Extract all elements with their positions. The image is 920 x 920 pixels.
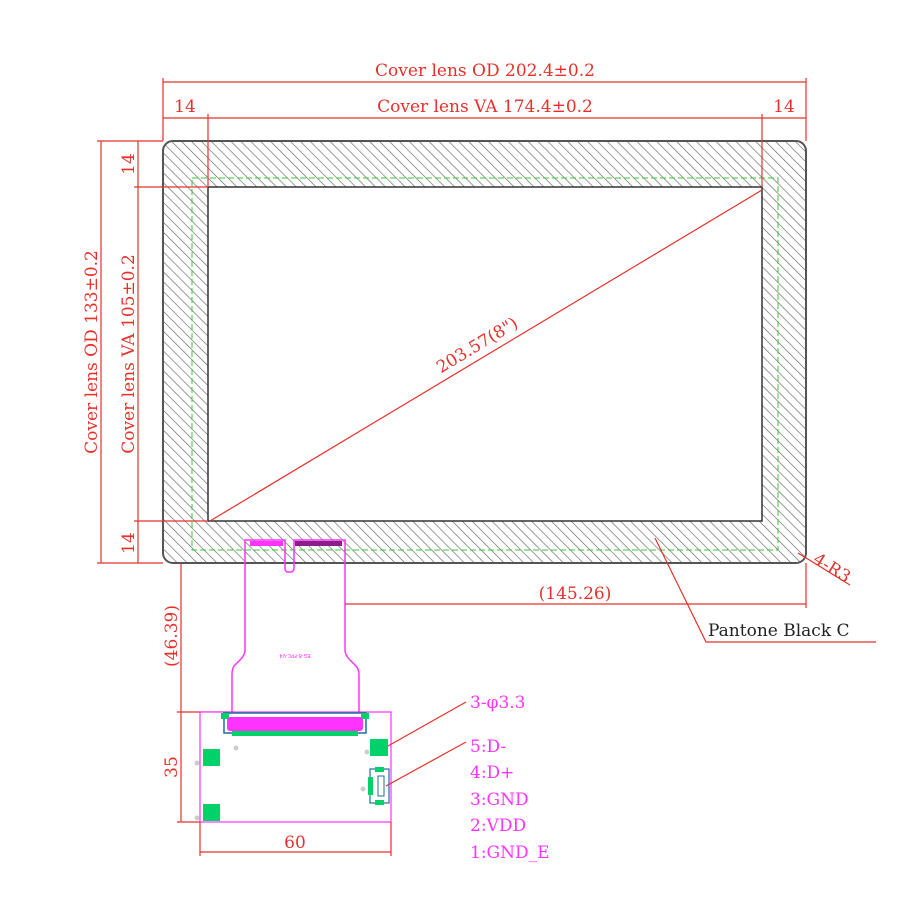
mounting-pad: [203, 749, 220, 766]
va-guide-dashed: [191, 177, 779, 551]
od-height-label: Cover lens OD 133±0.2: [82, 250, 102, 454]
pin-label: 3:GND: [470, 790, 529, 810]
diagonal-line: [209, 189, 763, 522]
left-border-label: 14: [174, 97, 196, 117]
fpc-offset-label: (145.26): [539, 584, 612, 604]
usb-connector: [368, 767, 390, 805]
pantone-label: Pantone Black C: [708, 621, 850, 641]
viewing-area: [207, 186, 763, 522]
va-width-label: Cover lens VA 174.4±0.2: [377, 97, 593, 117]
mounting-pad: [203, 804, 220, 821]
pantone-leader: [654, 537, 876, 643]
radius-leader: [797, 552, 851, 586]
holes-leader: [387, 701, 467, 747]
pin-label: 4:D+: [470, 763, 514, 783]
pin-label: 2:VDD: [470, 816, 526, 836]
pcb-width-label: 60: [284, 833, 306, 853]
holes-label: 3-φ3.3: [470, 693, 526, 713]
od-width-label: Cover lens OD 202.4±0.2: [375, 61, 595, 81]
bottom-border-label: 14: [119, 532, 139, 554]
usb-leader: [385, 741, 467, 787]
pin-label: 1:GND_E: [470, 843, 550, 863]
fpc-length-label: (46.39): [162, 605, 182, 667]
left-dimensions: [97, 140, 208, 564]
right-border-label: 14: [773, 97, 795, 117]
mounting-pad: [370, 739, 388, 756]
fpc-cable: [231, 539, 360, 714]
fpc-part-label: EG-8-FPC-V4: [279, 652, 310, 658]
top-dimensions: [162, 78, 807, 187]
adapter-pcb: [194, 711, 392, 823]
corner-radius-label: 4-R3: [809, 549, 854, 587]
top-border-label: 14: [119, 153, 139, 175]
pcb-height-label: 35: [162, 756, 182, 778]
pin-label: 5:D-: [470, 737, 506, 757]
va-height-label: Cover lens VA 105±0.2: [119, 254, 139, 454]
